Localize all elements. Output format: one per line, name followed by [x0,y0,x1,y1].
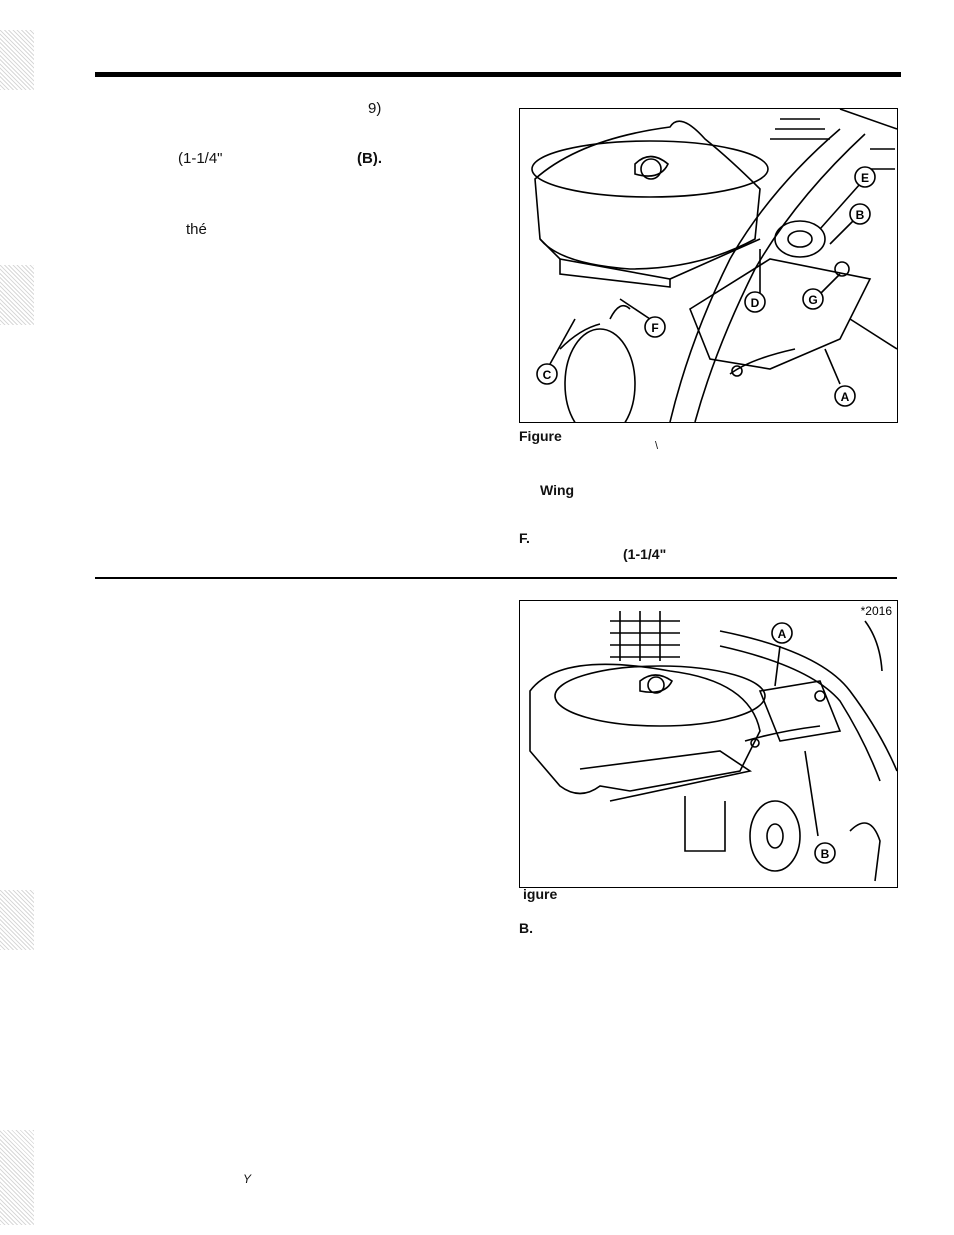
figure-bottom-illustration: A B *2016 [519,600,898,888]
text-fragment: Y [243,1172,252,1186]
callout-labels-2: A B *2016 [771,604,893,864]
scan-artifact [0,1130,34,1225]
text-fragment: thé [186,221,207,238]
callout-labels: E B D G F C A [536,166,876,407]
callout-b: B. [519,920,533,936]
callout-measure: (1-1/4" [623,546,667,562]
text-fragment: (B). [357,150,382,167]
top-rule [95,72,901,77]
scan-artifact [0,30,34,90]
label-b-bottom: B [821,847,830,861]
figure-bottom-caption: igure [523,886,558,902]
mower-deck-drawing-2: A B *2016 [529,604,898,882]
label-f: F [651,321,658,335]
label-g: G [808,293,817,307]
text-fragment: 9) [368,100,382,117]
scan-artifact [0,890,34,950]
label-c: C [543,368,552,382]
label-b: B [856,208,865,222]
scan-artifact [0,265,34,325]
figure-top-caption: Figure [519,428,562,444]
section-divider [95,577,897,579]
callout-f: F. [519,530,530,546]
mower-deck-drawing: E B D G F C A [531,108,898,440]
label-d: D [751,296,760,310]
text-fragment: (1-1/4" [178,150,223,167]
label-a: A [841,390,850,404]
label-a-bottom: A [778,627,787,641]
part-number: *2016 [861,604,893,618]
figure-top-illustration: E B D G F C A [519,108,898,440]
callout-wing: Wing [540,482,575,498]
caption-mark: \ [655,440,659,452]
label-e: E [861,171,869,185]
